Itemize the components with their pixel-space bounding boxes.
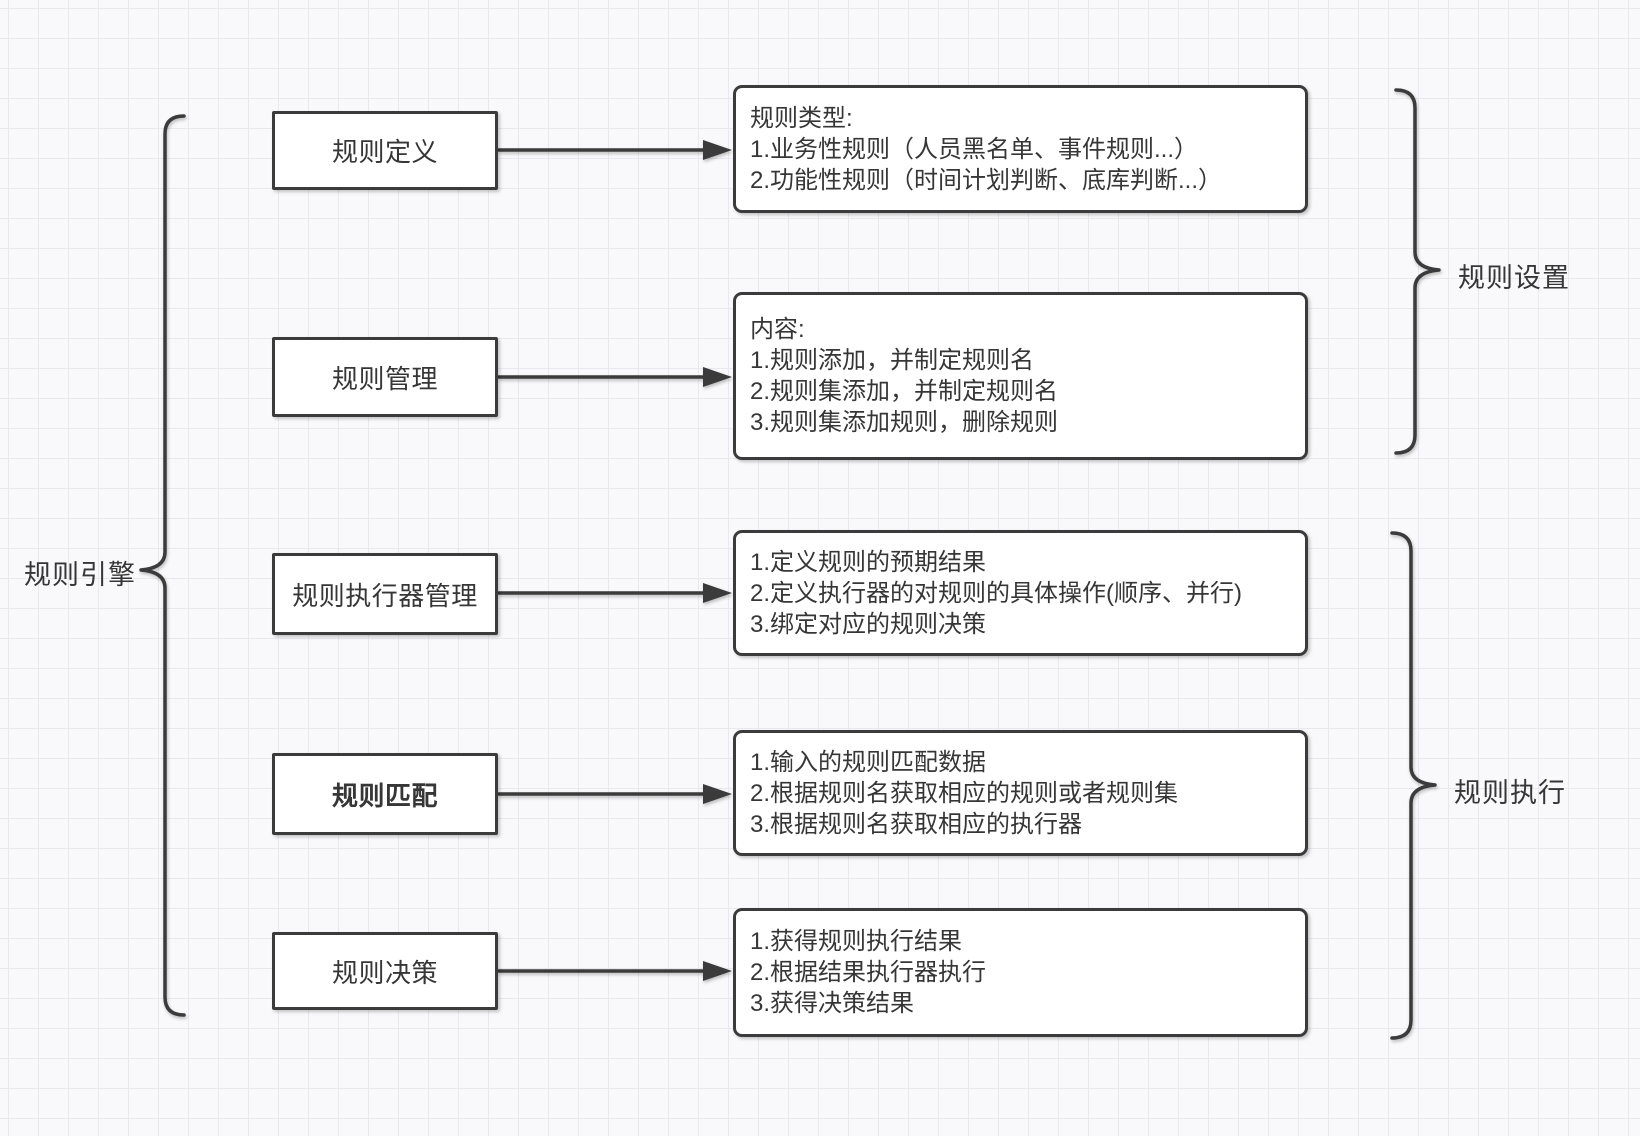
step-box-rule-matching[interactable]: 规则匹配 (272, 753, 498, 835)
detail-line: 3.绑定对应的规则决策 (750, 610, 987, 638)
step-box-rule-decision[interactable]: 规则决策 (272, 932, 498, 1010)
detail-line: 1.输入的规则匹配数据 (750, 748, 987, 776)
right-brace-exec (1390, 531, 1437, 1040)
detail-line: 3.规则集添加规则，删除规则 (750, 409, 1059, 436)
right-brace-setup (1394, 88, 1441, 455)
detail-box-rule-definition[interactable]: 规则类型: 1.业务性规则（人员黑名单、事件规则...） 2.功能性规则（时间计… (733, 85, 1308, 213)
group-label-setup[interactable]: 规则设置 (1458, 263, 1570, 293)
detail-line: 1.定义规则的预期结果 (750, 548, 987, 576)
detail-box-rule-decision[interactable]: 1.获得规则执行结果 2.根据结果执行器执行 3.获得决策结果 (733, 908, 1308, 1037)
step-box-rule-management[interactable]: 规则管理 (272, 337, 498, 417)
detail-line: 1.业务性规则（人员黑名单、事件规则...） (750, 135, 1199, 163)
detail-line: 2.规则集添加，并制定规则名 (750, 378, 1059, 405)
detail-box-rule-matching[interactable]: 1.输入的规则匹配数据 2.根据规则名获取相应的规则或者规则集 3.根据规则名获… (733, 730, 1308, 856)
root-label[interactable]: 规则引擎 (24, 560, 136, 590)
arrowhead-4 (703, 784, 732, 804)
detail-line: 2.定义执行器的对规则的具体操作(顺序、并行) (750, 579, 1242, 607)
detail-box-rule-management[interactable]: 内容: 1.规则添加，并制定规则名 2.规则集添加，并制定规则名 3.规则集添加… (733, 292, 1308, 460)
arrowhead-1 (703, 140, 732, 160)
detail-line: 2.根据规则名获取相应的规则或者规则集 (750, 779, 1179, 807)
arrowhead-3 (703, 583, 732, 603)
detail-line: 3.获得决策结果 (750, 990, 915, 1017)
left-brace (139, 114, 186, 1017)
detail-line: 3.根据规则名获取相应的执行器 (750, 810, 1083, 838)
group-label-exec[interactable]: 规则执行 (1454, 778, 1566, 808)
step-box-rule-definition[interactable]: 规则定义 (272, 111, 498, 190)
detail-line: 内容: (750, 316, 805, 343)
detail-line: 1.获得规则执行结果 (750, 928, 963, 955)
arrowhead-5 (703, 961, 732, 981)
detail-line: 2.功能性规则（时间计划判断、底库判断...） (750, 166, 1223, 194)
detail-line: 规则类型: (750, 104, 853, 132)
step-box-executor-management[interactable]: 规则执行器管理 (272, 553, 498, 635)
detail-box-executor-management[interactable]: 1.定义规则的预期结果 2.定义执行器的对规则的具体操作(顺序、并行) 3.绑定… (733, 530, 1308, 656)
arrowhead-2 (703, 367, 732, 387)
detail-line: 1.规则添加，并制定规则名 (750, 347, 1035, 374)
detail-line: 2.根据结果执行器执行 (750, 959, 987, 986)
